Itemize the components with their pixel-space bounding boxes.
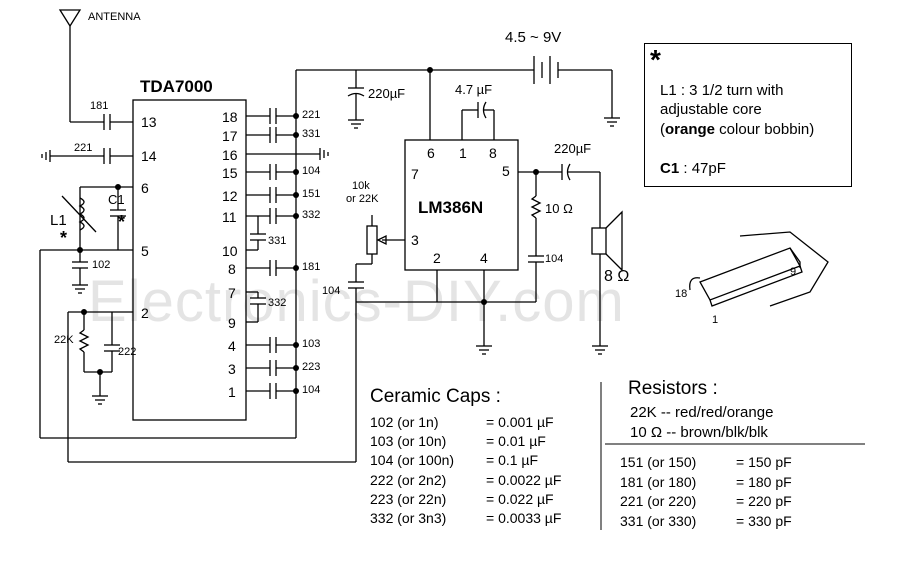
cap-181-antenna-label: 181 bbox=[90, 100, 109, 112]
cap-103-pin4-label: 103 bbox=[302, 338, 321, 350]
ceramic-row-value: = 0.0022 µF bbox=[486, 471, 562, 488]
cap-332-pin7-label: 332 bbox=[268, 297, 287, 309]
tda-pin-16: 16 bbox=[222, 147, 238, 163]
pot-label-line2: or 22K bbox=[346, 193, 379, 205]
cap-331-pin17-label: 331 bbox=[302, 128, 321, 140]
cap-181-pin8-label: 181 bbox=[302, 261, 321, 273]
tda-pin-18: 18 bbox=[222, 109, 238, 125]
tda-pin-5: 5 bbox=[141, 243, 149, 259]
tda-pin-13: 13 bbox=[141, 114, 157, 130]
cap-331-pin10-label: 331 bbox=[268, 235, 287, 247]
ceramic-row-code: 332 (or 3n3) bbox=[370, 510, 447, 526]
c1-label: C1 bbox=[108, 192, 125, 207]
lm-pin-3: 3 bbox=[411, 232, 419, 248]
cap-222-label: 222 bbox=[118, 346, 137, 358]
cap-104-pin1-label: 104 bbox=[302, 384, 321, 396]
supply-voltage-label: 4.5 ~ 9V bbox=[505, 29, 562, 46]
cap-221-pin14-label: 221 bbox=[74, 142, 93, 154]
pf-row-code: 221 (or 220) bbox=[620, 493, 697, 509]
ic-pin1-label: 1 bbox=[712, 314, 719, 326]
tda-pin-12: 12 bbox=[222, 188, 238, 204]
notes-star: * bbox=[650, 44, 661, 75]
notes-l1-line2: adjustable core bbox=[660, 101, 762, 118]
lm-pin-6: 6 bbox=[427, 145, 435, 161]
pf-row-code: 181 (or 180) bbox=[620, 473, 697, 490]
lm-pin-7: 7 bbox=[411, 166, 419, 182]
ic-pin18-label: 18 bbox=[675, 288, 688, 300]
notes-l1-line3: (orange colour bobbin) bbox=[660, 121, 815, 138]
tda-pin-4: 4 bbox=[228, 338, 236, 354]
pf-row-code: 331 (or 330) bbox=[620, 512, 697, 529]
lm-pin-8: 8 bbox=[489, 145, 497, 161]
lm386-label: LM386N bbox=[418, 198, 484, 217]
lm-pin-2: 2 bbox=[433, 250, 441, 266]
lm-pin-1: 1 bbox=[459, 145, 467, 161]
speaker-label: 8 Ω bbox=[604, 268, 630, 285]
ceramic-row-value: = 0.1 µF bbox=[486, 452, 539, 469]
notes-box bbox=[644, 43, 852, 187]
ceramic-row-code: 223 (or 22n) bbox=[370, 490, 447, 507]
ceramic-heading: Ceramic Caps : bbox=[370, 386, 501, 407]
tda-pin-10: 10 bbox=[222, 243, 238, 259]
cap-151-pin12-label: 151 bbox=[302, 188, 321, 200]
tda-pin-3: 3 bbox=[228, 361, 236, 377]
antenna-icon bbox=[58, 9, 82, 28]
cap-104-out-label: 104 bbox=[545, 253, 564, 265]
l1-star: * bbox=[60, 228, 68, 248]
ceramic-row-code: 102 (or 1n) bbox=[370, 414, 439, 430]
ceramic-row-code: 103 (or 10n) bbox=[370, 433, 447, 450]
ceramic-row-value: = 0.001 µF bbox=[486, 414, 554, 430]
c1-star: * bbox=[118, 212, 126, 232]
cap-104-pin15-label: 104 bbox=[302, 165, 321, 177]
pf-row-value: = 150 pF bbox=[736, 454, 792, 470]
tda-right-caps bbox=[246, 108, 329, 399]
ceramic-row-value: = 0.01 µF bbox=[486, 433, 546, 450]
lm-pin-5: 5 bbox=[502, 163, 510, 179]
ceramic-row-code: 222 (or 2n2) bbox=[370, 471, 447, 488]
tda-pin-17: 17 bbox=[222, 128, 238, 144]
tda-pin-1: 1 bbox=[228, 384, 236, 400]
pf-row-value: = 180 pF bbox=[736, 473, 792, 490]
ic-pin9-label: 9 bbox=[790, 266, 797, 278]
tda-pin-7: 7 bbox=[228, 285, 236, 301]
tda-pin-8: 8 bbox=[228, 261, 236, 277]
tda7000-label: TDA7000 bbox=[140, 77, 213, 96]
lm-pin-4: 4 bbox=[480, 250, 488, 266]
cap-221-pin18-label: 221 bbox=[302, 109, 321, 121]
cap-220uf-out-label: 220µF bbox=[554, 141, 592, 156]
pf-row-code: 151 (or 150) bbox=[620, 454, 697, 470]
res-22k-label: 22K bbox=[54, 334, 74, 346]
tda-pin-2: 2 bbox=[141, 305, 149, 321]
tda-pin-9: 9 bbox=[228, 315, 236, 331]
tda-pin-6: 6 bbox=[141, 180, 149, 196]
pf-row-value: = 220 pF bbox=[736, 493, 792, 509]
notes-c1-line: C1 : 47pF bbox=[660, 160, 726, 177]
ceramic-row-value: = 0.0033 µF bbox=[486, 510, 562, 526]
ceramic-row-code: 104 (or 100n) bbox=[370, 452, 455, 469]
resistor-row-22k: 22K -- red/red/orange bbox=[630, 404, 774, 421]
antenna-label: ANTENNA bbox=[88, 11, 141, 23]
ceramic-row-value: = 0.022 µF bbox=[486, 490, 554, 507]
cap-332-pin11-label: 332 bbox=[302, 209, 321, 221]
cap-102-label: 102 bbox=[92, 259, 111, 271]
tda-pin-15: 15 bbox=[222, 165, 238, 181]
cap-104-in-label: 104 bbox=[322, 285, 341, 297]
ic-package-drawing bbox=[689, 231, 829, 307]
tda7000-body bbox=[132, 99, 247, 421]
resistors-heading: Resistors : bbox=[628, 378, 718, 399]
cap-223-pin3-label: 223 bbox=[302, 361, 321, 373]
cap-4u7-label: 4.7 µF bbox=[455, 82, 493, 97]
cap-220uf-supply-label: 220µF bbox=[368, 86, 406, 101]
l1-label: L1 bbox=[50, 212, 67, 229]
notes-l1-line1: L1 : 3 1/2 turn with bbox=[660, 82, 784, 99]
pf-row-value: = 330 pF bbox=[736, 512, 792, 529]
tda-pin-14: 14 bbox=[141, 148, 157, 164]
pot-label-line1: 10k bbox=[352, 180, 370, 192]
tda-pin-11: 11 bbox=[222, 209, 237, 225]
resistor-row-10ohm: 10 Ω -- brown/blk/blk bbox=[630, 424, 768, 441]
res-10ohm-label: 10 Ω bbox=[545, 201, 573, 216]
